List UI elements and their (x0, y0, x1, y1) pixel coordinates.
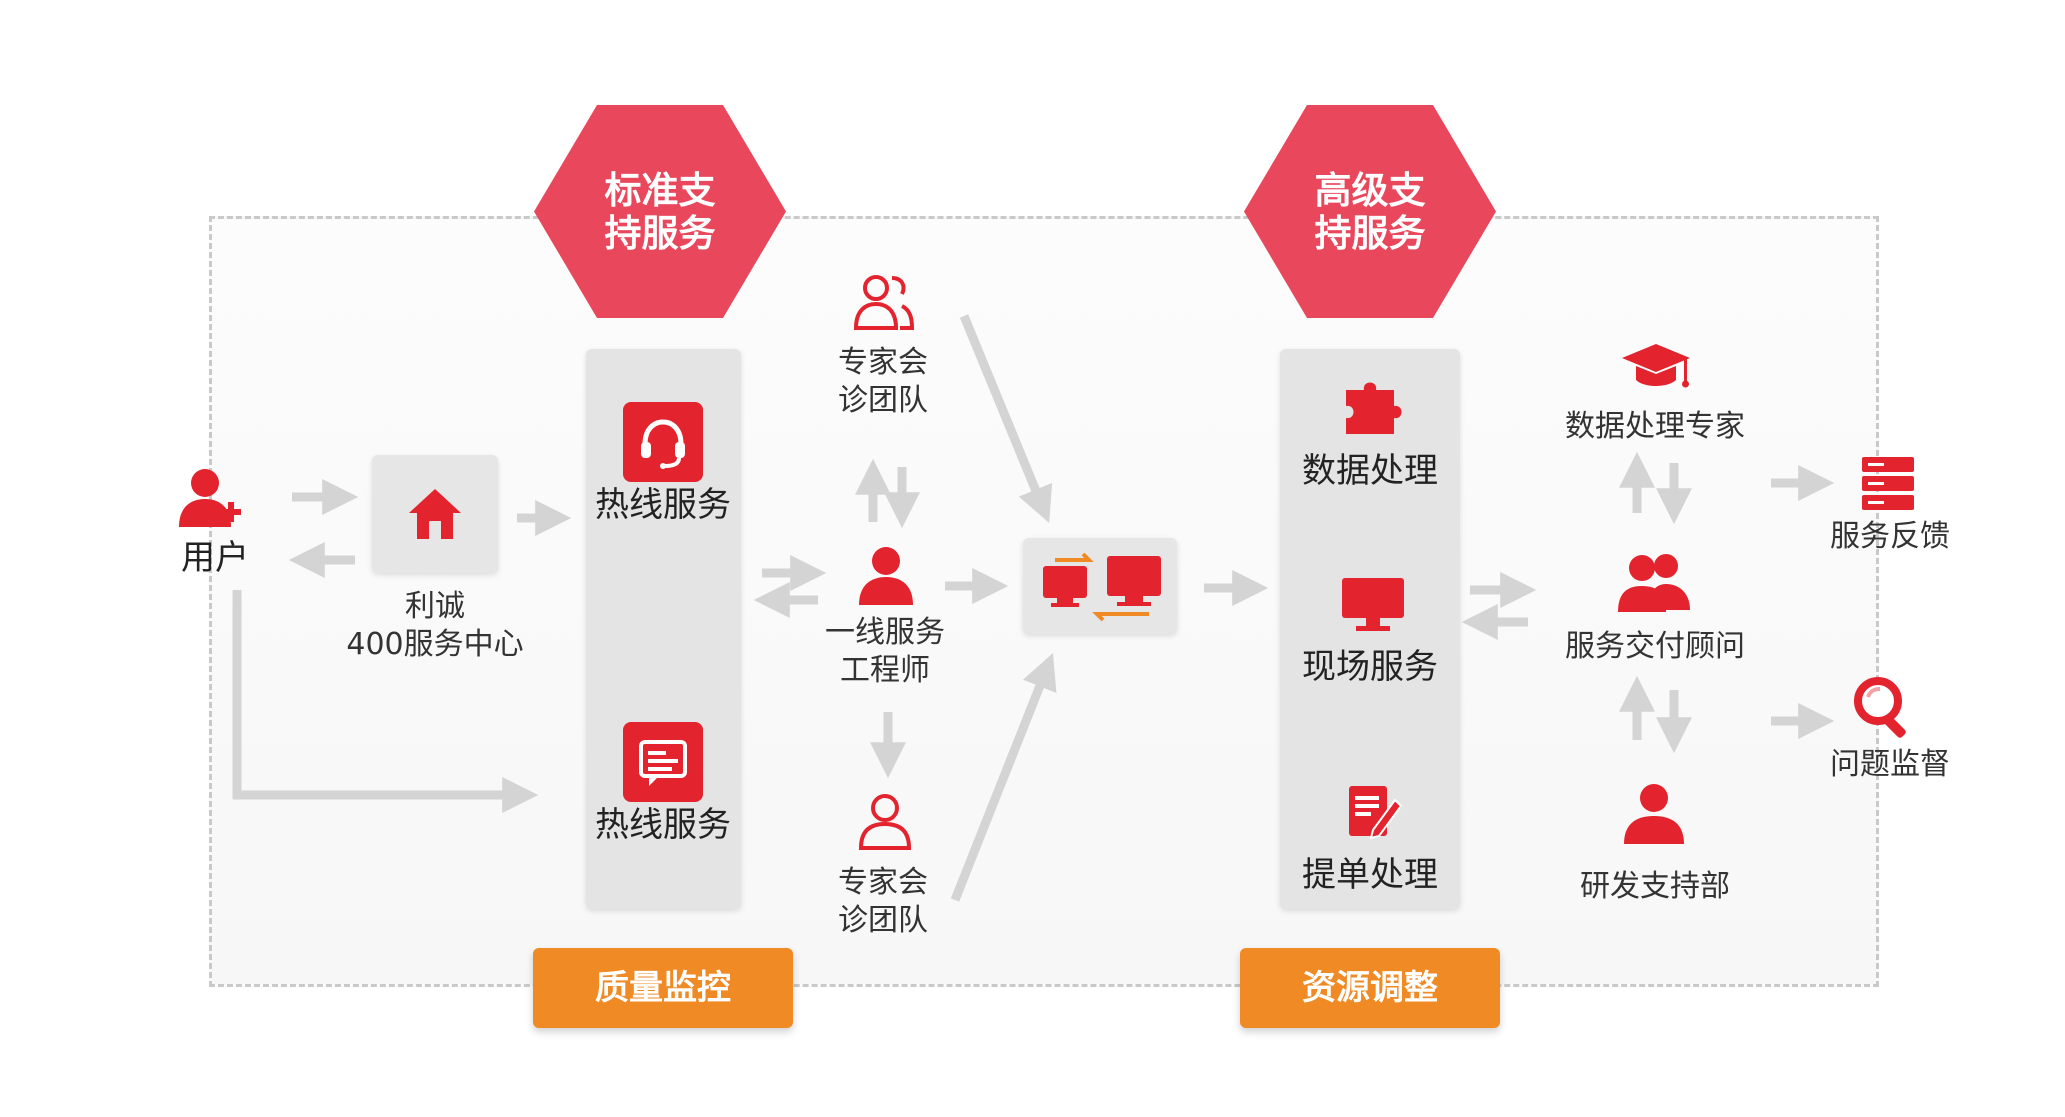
arrow-expert-bottom-to-hub (950, 652, 1057, 902)
resource-adjustment-tag: 资源调整 (1240, 948, 1500, 1028)
home-icon (405, 485, 465, 547)
expert-top-line1: 专家会 (838, 345, 928, 380)
computer-hub-tile (1023, 538, 1177, 634)
hotline-bottom-label: 热线服务 (595, 805, 731, 845)
expert-top-line2: 诊团队 (838, 383, 928, 418)
service-center-tile (372, 455, 498, 573)
team-outline-icon (852, 270, 916, 338)
headset-icon (623, 402, 703, 482)
arrow-user-to-hotline-bottom (232, 590, 539, 813)
ticket-processing-label: 提单处理 (1302, 855, 1438, 895)
hexagon-advanced-line1: 高级支 (1314, 168, 1426, 212)
quality-monitoring-tag: 质量监控 (533, 948, 793, 1028)
monitor-icon (1340, 576, 1406, 638)
rd-support-icon (1618, 780, 1690, 850)
ticket-edit-icon (1345, 782, 1403, 844)
graduation-cap-icon (1620, 340, 1692, 402)
engineer-line2: 工程师 (840, 653, 930, 688)
person-outline-icon (855, 790, 915, 856)
data-expert-label: 数据处理专家 (1565, 409, 1745, 444)
hexagon-advanced-support: 高级支 持服务 (1244, 105, 1496, 318)
expert-bottom-line2: 诊团队 (838, 903, 928, 938)
service-center-name: 利诚 (405, 589, 465, 624)
hexagon-advanced-line2: 持服务 (1314, 211, 1426, 255)
service-center-number: 400服务中心 (346, 627, 524, 662)
server-stack-icon (1860, 455, 1916, 517)
engineer-icon (855, 543, 917, 611)
puzzle-icon (1338, 372, 1406, 442)
arrow-expert-top-to-hub (959, 314, 1053, 523)
service-feedback-label: 服务反馈 (1830, 519, 1950, 554)
engineer-line1: 一线服务 (825, 615, 945, 650)
search-magnifier-icon (1852, 675, 1918, 745)
rd-support-label: 研发支持部 (1580, 869, 1730, 904)
hexagon-standard-support: 标准支 持服务 (534, 105, 786, 318)
computers-sync-icon (1037, 548, 1165, 630)
data-processing-label: 数据处理 (1302, 451, 1438, 491)
user-add-icon (175, 465, 245, 535)
advisor-group-icon (1614, 548, 1696, 618)
delivery-advisor-label: 服务交付顾问 (1565, 629, 1745, 664)
hexagon-standard-line2: 持服务 (604, 211, 716, 255)
onsite-service-label: 现场服务 (1302, 647, 1438, 687)
expert-bottom-line1: 专家会 (838, 865, 928, 900)
issue-supervision-label: 问题监督 (1830, 747, 1950, 782)
hexagon-standard-line1: 标准支 (604, 168, 716, 212)
user-label: 用户 (181, 538, 249, 578)
chat-icon (623, 722, 703, 802)
hotline-top-label: 热线服务 (595, 485, 731, 525)
